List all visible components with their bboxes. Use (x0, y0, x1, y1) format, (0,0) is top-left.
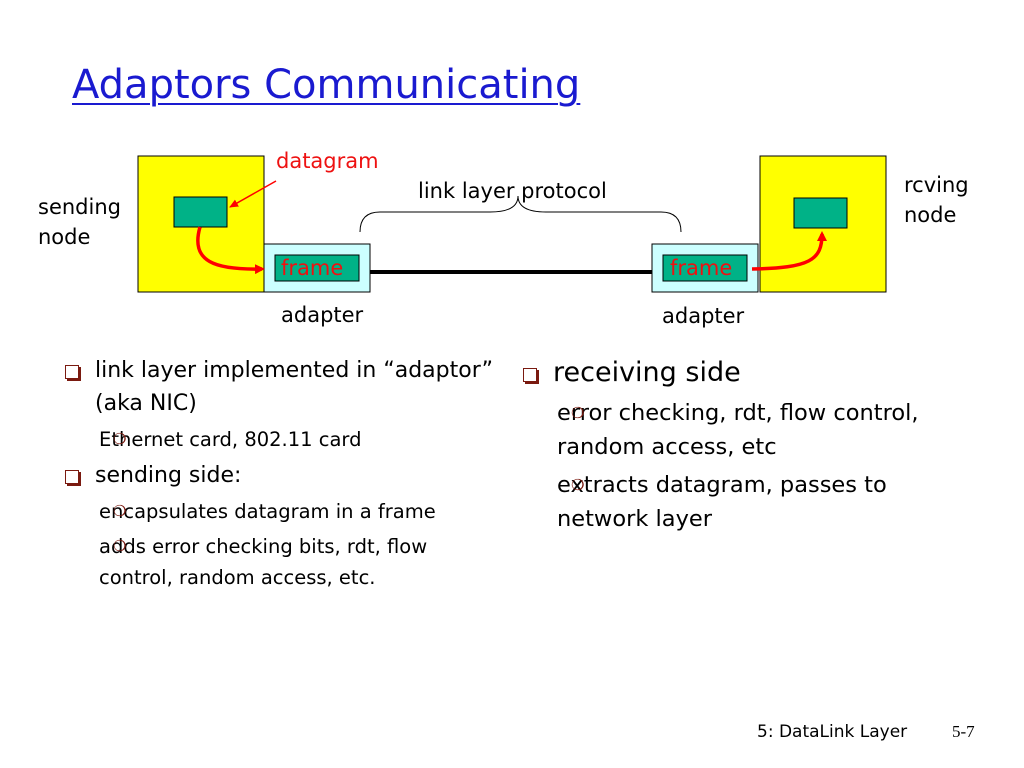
square-bullet-icon (523, 368, 537, 382)
sub-bullet-text: error checking, rdt, flow control, rando… (557, 400, 919, 460)
sub-bullet-text: adds error checking bits, rdt, flow cont… (99, 535, 428, 589)
adaptor-diagram (137, 155, 887, 293)
receiving-extract-arrow (751, 231, 827, 271)
sub-bullet-item: ❍ Ethernet card, 802.11 card (55, 424, 495, 455)
bullet-item: receiving side (513, 354, 973, 392)
sending-node-label-2: node (38, 225, 91, 249)
right-frame-box (662, 254, 748, 282)
bullet-text: receiving side (553, 357, 741, 388)
footer-page-number: 5-7 (952, 722, 975, 741)
left-bullet-column: link layer implemented in “adaptor” (aka… (55, 354, 495, 597)
sub-bullet-text: encapsulates datagram in a frame (99, 500, 436, 523)
sub-bullet-item: ❍ extracts datagram, passes to network l… (513, 468, 973, 536)
sending-encapsulate-arrow (196, 226, 265, 275)
sub-bullet-text: Ethernet card, 802.11 card (99, 428, 362, 451)
left-adapter-label: adapter (281, 303, 364, 327)
sending-datagram-box (173, 196, 228, 228)
right-bullet-column: receiving side ❍ error checking, rdt, fl… (513, 354, 973, 540)
datagram-pointer-arrow (229, 180, 277, 208)
sub-bullet-item: ❍ error checking, rdt, flow control, ran… (513, 396, 973, 464)
square-bullet-icon (65, 470, 79, 484)
bullet-text: link layer implemented in “adaptor” (aka… (95, 358, 494, 416)
sub-bullet-item: ❍ encapsulates datagram in a frame (55, 496, 495, 527)
circle-bullet-icon: ❍ (571, 476, 585, 494)
rcving-node-label-2: node (904, 203, 957, 227)
left-frame-box (274, 254, 360, 282)
circle-bullet-icon: ❍ (571, 404, 585, 422)
left-frame-label: frame (281, 256, 344, 280)
link-protocol-label: link layer protocol (418, 179, 607, 203)
footer-chapter: 5: DataLink Layer (757, 722, 908, 742)
sub-bullet-item: ❍ adds error checking bits, rdt, flow co… (55, 531, 495, 593)
bullet-item: sending side: (55, 459, 495, 492)
sending-node-label-1: sending (38, 195, 121, 219)
circle-bullet-icon: ❍ (113, 430, 127, 448)
circle-bullet-icon: ❍ (113, 537, 127, 555)
sub-bullet-text: extracts datagram, passes to network lay… (557, 472, 887, 532)
protocol-brace (359, 195, 682, 233)
rcving-datagram-box (793, 197, 848, 229)
bullet-item: link layer implemented in “adaptor” (aka… (55, 354, 495, 420)
right-adapter-label: adapter (662, 304, 745, 328)
bullet-text: sending side: (95, 463, 242, 488)
right-frame-label: frame (670, 256, 733, 280)
datagram-label: datagram (276, 149, 379, 173)
rcving-node-label-1: rcving (904, 173, 969, 197)
slide-title: Adaptors Communicating (72, 62, 581, 108)
square-bullet-icon (65, 365, 79, 379)
circle-bullet-icon: ❍ (113, 502, 127, 520)
